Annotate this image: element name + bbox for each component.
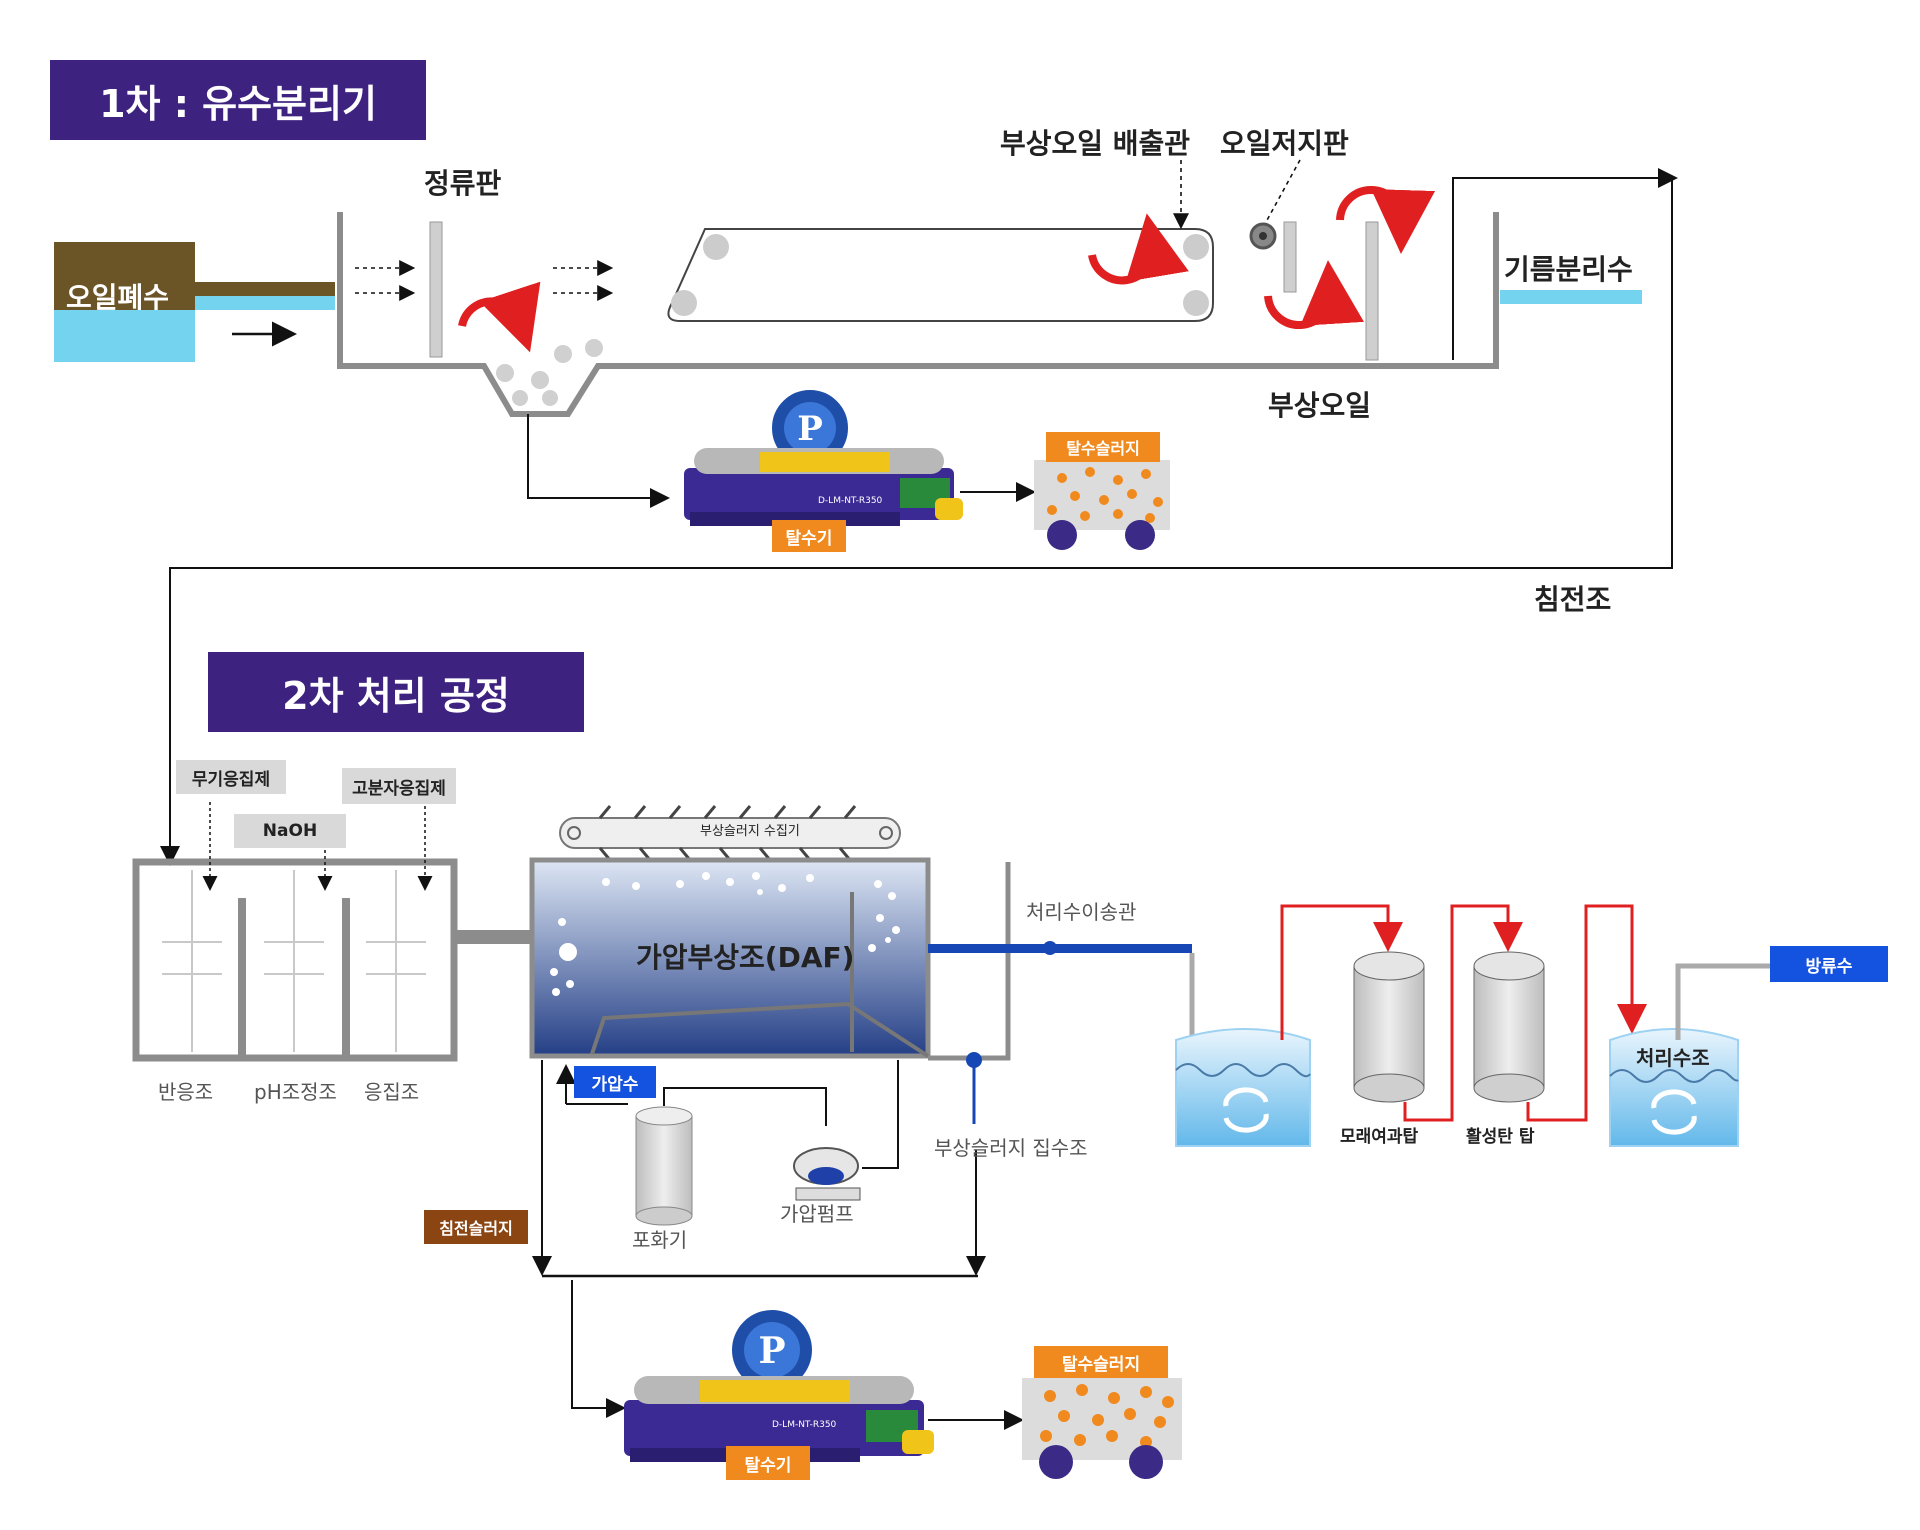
polymer-coagulant-tag: 고분자응집제 [342, 768, 456, 804]
sludge-cart-icon [1034, 460, 1170, 550]
settling-tank-label: 침전조 [1534, 583, 1612, 616]
saturator-label: 포화기 [632, 1228, 688, 1252]
activated-carbon-tower [1473, 951, 1545, 1103]
machine-model-1: D-LM-NT-R350 [818, 496, 883, 506]
dehydrator-tag-1: 탈수기 [772, 520, 846, 552]
inlet-pipe-oil [195, 282, 335, 296]
discharge-tag: 방류수 [1770, 946, 1888, 982]
reaction-tank-label: 반응조 [158, 1080, 214, 1104]
floating-oil-label: 부상오일 [1268, 389, 1372, 422]
dehydrator-tag-2: 탈수기 [726, 1446, 810, 1480]
oil-barrier [1283, 221, 1297, 293]
naoh-tag: NaOH [234, 814, 346, 848]
rotation-arrow-icon [458, 281, 541, 353]
stage2-title: 2차 처리 공정 [208, 652, 584, 732]
machine-model-2: D-LM-NT-R350 [772, 1420, 837, 1430]
oil-discharge-pipe-label: 부상오일 배출관 [1000, 127, 1191, 160]
inorganic-coagulant-tag: 무기응집제 [176, 760, 286, 794]
baffle-plate [429, 221, 443, 358]
reaction-tank-set [132, 858, 458, 1062]
decanter-centrifuge-icon: P [684, 386, 963, 526]
saturator-tank [635, 1106, 693, 1226]
ph-tank-label: pH조정조 [254, 1080, 337, 1104]
baffle-label: 정류판 [424, 167, 502, 200]
daf-label: 가압부상조(DAF) [636, 941, 855, 974]
svg-text:P: P [758, 1330, 785, 1372]
oil-conveyor [667, 228, 1214, 322]
tank-icon [1609, 1028, 1739, 1147]
rotation-arrow-icon [1088, 213, 1189, 285]
treated-water-pipe [928, 944, 1192, 953]
decanter-centrifuge-icon: P [624, 1306, 934, 1462]
pressure-pump-label: 가압펌프 [780, 1202, 854, 1226]
sludge-collector-label: 부상슬러지 수집기 [700, 824, 800, 839]
oily-wastewater-label: 오일폐수 [66, 281, 170, 314]
dehydrated-sludge-tag-2: 탈수슬러지 [1034, 1346, 1168, 1378]
svg-text:P: P [797, 409, 823, 449]
treated-tank-label: 처리수조 [1636, 1046, 1710, 1070]
carbon-tower-label: 활성탄 탑 [1466, 1127, 1535, 1147]
dehydrated-sludge-tag-1: 탈수슬러지 [1046, 432, 1160, 462]
separated-water-pipe [1500, 290, 1642, 304]
stage1-title: 1차 : 유수분리기 [50, 60, 426, 140]
oily-wastewater-block [54, 242, 195, 310]
rotation-arrow-icon [1264, 260, 1364, 329]
sand-filter-tower [1353, 951, 1425, 1103]
oil-barrier-label: 오일저지판 [1220, 127, 1349, 160]
pump-icon [793, 1147, 861, 1201]
float-sludge-tank-label: 부상슬러지 집수조 [934, 1136, 1088, 1160]
coag-tank-label: 응집조 [364, 1080, 420, 1104]
tank-icon [1175, 1028, 1311, 1147]
sand-filter-label: 모래여과탑 [1340, 1127, 1419, 1147]
separated-water-label: 기름분리수 [1504, 253, 1633, 286]
wastewater-water [54, 310, 195, 362]
pressurized-water-tag: 가압수 [574, 1066, 656, 1098]
sludge-cart-icon [1022, 1378, 1182, 1479]
weir-plate [1365, 221, 1379, 361]
separator-tank [337, 212, 1499, 417]
treated-pipe-label: 처리수이송관 [1026, 900, 1137, 924]
inlet-pipe-water [195, 296, 335, 310]
daf-tank [529, 857, 931, 1059]
settled-sludge-tag: 침전슬러지 [424, 1210, 528, 1244]
sludge-collector-conveyor [559, 805, 901, 861]
rotation-arrow-icon [1336, 186, 1435, 254]
